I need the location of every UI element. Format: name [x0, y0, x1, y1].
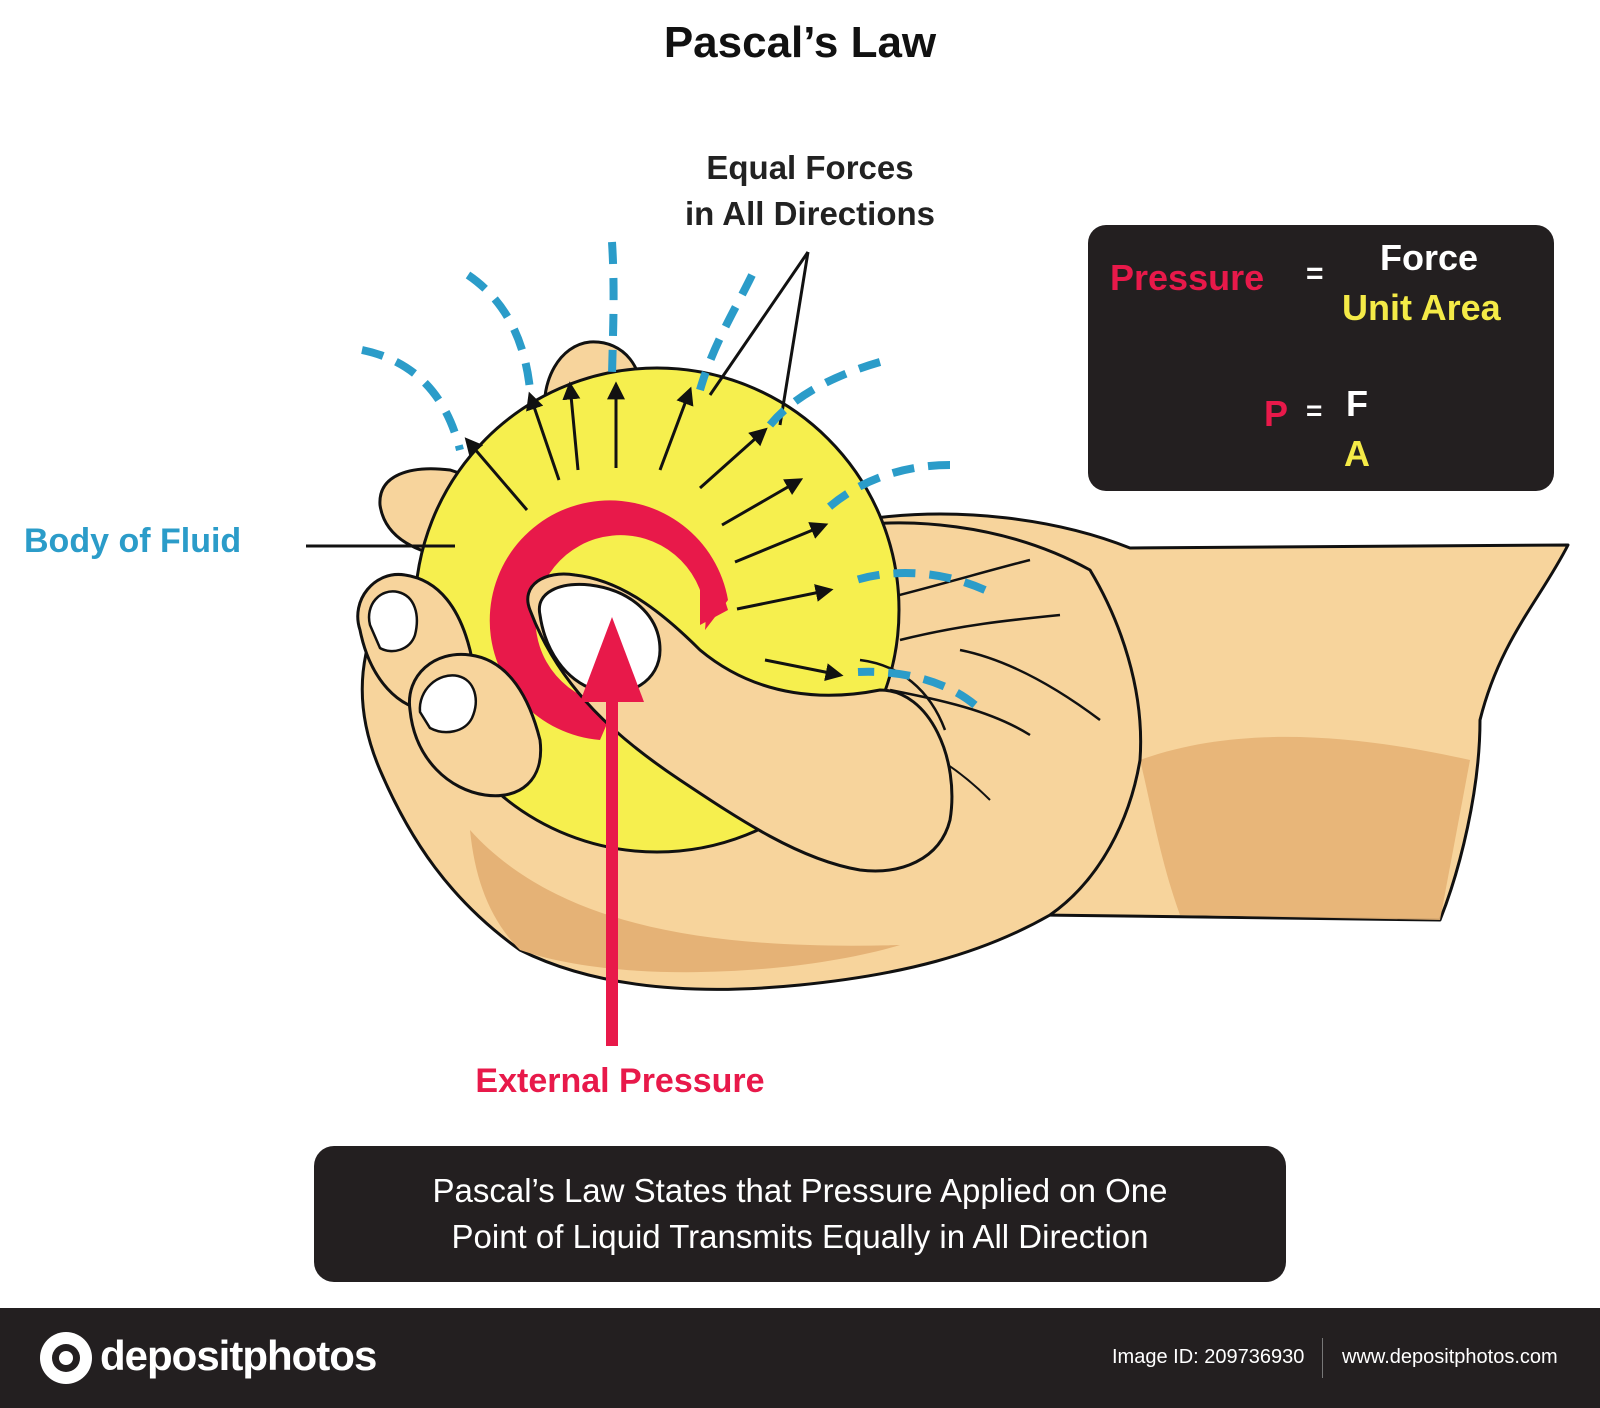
p-symbol: P — [1264, 393, 1289, 434]
page-title: Pascal’s Law — [663, 18, 937, 67]
equal-forces-line2: in All Directions — [685, 195, 935, 232]
footer-divider — [1322, 1338, 1323, 1378]
statement-line2: Point of Liquid Transmits Equally in All… — [451, 1218, 1149, 1255]
force-arrows — [464, 381, 844, 682]
a-symbol: A — [1344, 433, 1370, 474]
body-of-fluid-label: Body of Fluid — [24, 522, 242, 560]
dashed-force-lines — [361, 241, 987, 709]
pressure-word: Pressure — [1110, 257, 1265, 298]
external-pressure-label: External Pressure — [475, 1062, 765, 1100]
footer-bar: depositphotos Image ID: 209736930 www.de… — [0, 1308, 1600, 1408]
law-statement-box: Pascal’s Law States that Pressure Applie… — [314, 1146, 1286, 1282]
unit-area-word: Unit Area — [1342, 287, 1501, 328]
formula-box: Pressure = Force Unit Area P = F A — [1088, 225, 1554, 491]
equal-forces-label: Equal Forces in All Directions — [620, 145, 1000, 237]
image-id: Image ID: 209736930 — [1112, 1346, 1305, 1368]
f-symbol: F — [1346, 383, 1368, 424]
depositphotos-logo-icon — [40, 1332, 92, 1384]
pressure-ring — [489, 500, 728, 740]
equal-forces-line1: Equal Forces — [706, 149, 914, 186]
equals-sign-1: = — [1306, 257, 1324, 290]
equals-sign-2: = — [1306, 395, 1323, 426]
site-url[interactable]: www.depositphotos.com — [1342, 1346, 1558, 1368]
force-word: Force — [1380, 237, 1479, 278]
external-pressure-arrow — [580, 617, 644, 1046]
statement-line1: Pascal’s Law States that Pressure Applie… — [432, 1172, 1168, 1209]
brand-name: depositphotos — [100, 1332, 377, 1379]
